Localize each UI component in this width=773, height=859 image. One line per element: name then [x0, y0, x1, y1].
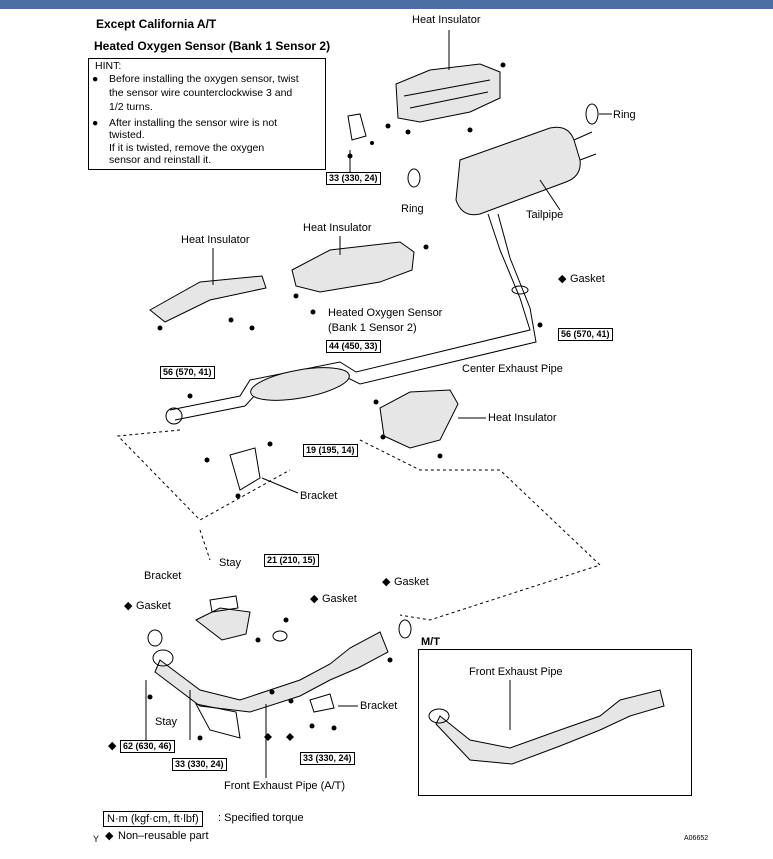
label-gasket-upper: Gasket	[570, 273, 605, 285]
torque-spec: 33 (330, 24)	[326, 172, 381, 185]
heat-insulator-left-part	[149, 275, 267, 323]
legend-y-mark: Y	[93, 834, 100, 844]
heat-insulator-mid-part	[291, 241, 415, 293]
torque-spec: 62 (630, 46)	[120, 740, 175, 753]
page-title: Except California A/T	[96, 17, 217, 31]
heat-insulator-right-part	[379, 389, 459, 449]
bullet-icon: ●	[92, 117, 99, 129]
heat-insulator-top-part	[395, 63, 501, 123]
torque-spec: 33 (330, 24)	[172, 758, 227, 771]
torque-spec: 56 (570, 41)	[160, 366, 215, 379]
hint-text: sensor and reinstall it.	[109, 154, 212, 166]
hint-text: twisted.	[109, 129, 145, 141]
tailpipe-muffler	[455, 126, 581, 216]
torque-spec: 19 (195, 14)	[303, 444, 358, 457]
torque-spec: 33 (330, 24)	[300, 752, 355, 765]
diamond-icon: ◆	[108, 740, 117, 752]
hint-title: HINT:	[95, 60, 122, 72]
label-bracket-bottom: Bracket	[360, 700, 398, 712]
label-gasket-left: Gasket	[136, 600, 171, 612]
hint-text: If it is twisted, remove the oxygen	[109, 142, 265, 154]
label-ring-mid: Ring	[401, 203, 424, 215]
torque-spec: 21 (210, 15)	[264, 554, 319, 567]
label-bracket-mid: Bracket	[300, 490, 338, 502]
legend-nonreusable: Non–reusable part	[118, 830, 209, 842]
label-heated-o2-sensor-bank: (Bank 1 Sensor 2)	[328, 322, 417, 334]
window-top-bar	[0, 0, 773, 9]
torque-spec: 44 (450, 33)	[326, 340, 381, 353]
diamond-icon: ◆	[382, 576, 391, 588]
label-heat-insulator-top: Heat Insulator	[412, 14, 481, 26]
label-heated-o2-sensor: Heated Oxygen Sensor	[328, 307, 443, 319]
diamond-icon: ◆	[310, 593, 319, 605]
bullet-icon: ●	[92, 73, 99, 85]
page-subtitle: Heated Oxygen Sensor (Bank 1 Sensor 2)	[94, 39, 331, 53]
label-stay-bottom: Stay	[155, 716, 178, 728]
hint-text: the sensor wire counterclockwise 3 and	[109, 87, 293, 99]
label-heat-insulator-right: Heat Insulator	[488, 412, 557, 424]
label-heat-insulator-left: Heat Insulator	[181, 234, 250, 246]
label-bracket-left: Bracket	[144, 570, 182, 582]
label-ring-right: Ring	[613, 109, 636, 121]
label-front-exhaust-pipe-at: Front Exhaust Pipe (A/T)	[224, 780, 346, 792]
hint-box: HINT: ● Before installing the oxygen sen…	[88, 58, 326, 170]
label-mt: M/T	[421, 636, 440, 648]
diamond-icon: ◆	[124, 600, 133, 612]
legend-torque-desc: : Specified torque	[218, 812, 304, 824]
label-stay-top: Stay	[219, 557, 242, 569]
torque-spec: 56 (570, 41)	[558, 328, 613, 341]
diamond-icon: ◆	[558, 273, 567, 285]
label-center-exhaust-pipe: Center Exhaust Pipe	[462, 363, 563, 375]
center-exhaust-pipe-part	[169, 213, 531, 411]
figure-id: A06652	[684, 835, 709, 842]
label-tailpipe: Tailpipe	[526, 209, 564, 221]
diamond-icon: ◆	[105, 830, 114, 842]
front-exhaust-pipe-mt-part	[435, 689, 665, 765]
hint-text: After installing the sensor wire is not	[109, 117, 278, 129]
legend-torque-unit: N·m (kgf·cm, ft·lbf)	[103, 811, 203, 827]
label-gasket-right: Gasket	[394, 576, 429, 588]
label-heat-insulator-mid: Heat Insulator	[303, 222, 372, 234]
hint-text: Before installing the oxygen sensor, twi…	[109, 73, 299, 85]
label-front-exhaust-pipe-mt: Front Exhaust Pipe	[469, 666, 563, 678]
hint-text: 1/2 turns.	[109, 101, 153, 113]
mt-inset-box	[418, 649, 692, 796]
label-gasket-center: Gasket	[322, 593, 357, 605]
